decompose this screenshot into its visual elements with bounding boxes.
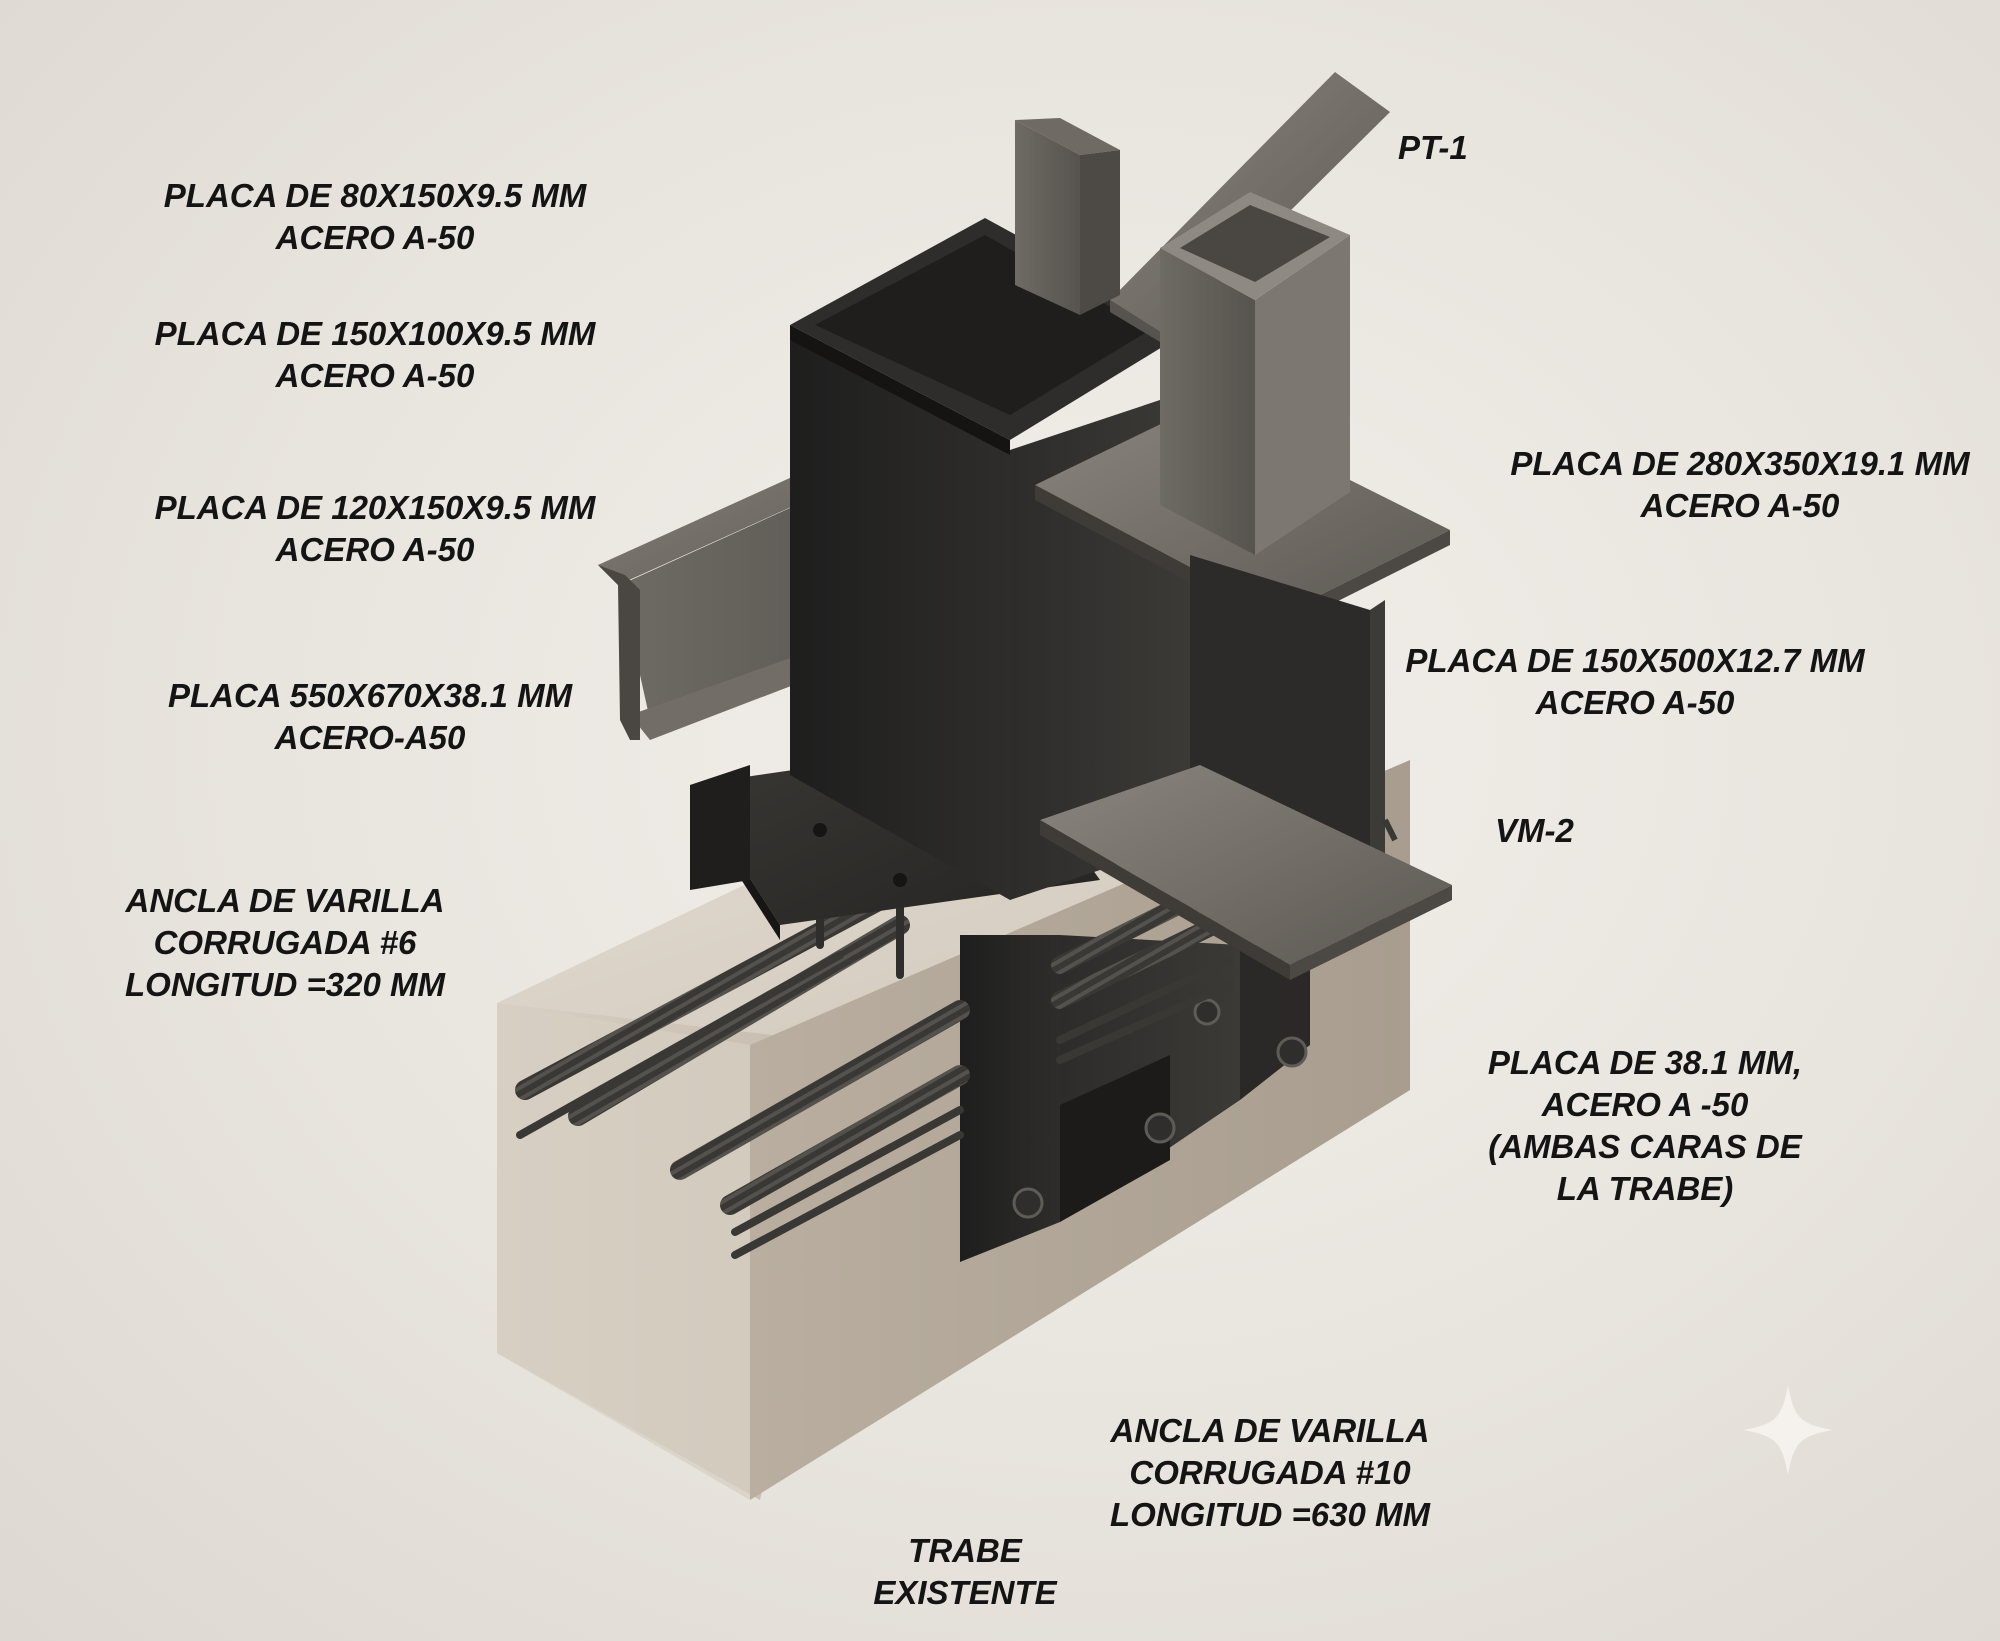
side-plate-assembly (960, 935, 1310, 1262)
label-line: ACERO A-50 (1640, 487, 1840, 524)
rebar (720, 1065, 970, 1215)
bolt (893, 873, 907, 887)
upper-vertical-plate (1015, 118, 1120, 155)
rebar (670, 1000, 970, 1180)
label-line: PT-1 (1398, 129, 1468, 166)
beam-front-face-lower (497, 1003, 750, 1500)
label-line: LONGITUD =630 MM (1110, 1496, 1430, 1533)
vm2-plate-edge-right (1290, 885, 1452, 980)
i-beam-end (598, 565, 640, 740)
label-line: EXISTENTE (873, 1574, 1057, 1611)
rebar-group (515, 866, 1234, 1259)
label-placa-150x100: PLACA DE 150X100X9.5 MM ACERO A-50 (120, 313, 630, 397)
bolt (1276, 1036, 1308, 1068)
rebar (1056, 956, 1234, 1044)
upper-beam-side (1110, 300, 1165, 345)
label-line: PLACA DE 150X500X12.7 MM (1405, 642, 1865, 679)
top-cap-inner (815, 235, 1150, 415)
base-plate-side (690, 765, 750, 890)
label-line: ACERO A-50 (1535, 684, 1735, 721)
label-line: PLACA DE 120X150X9.5 MM (154, 489, 596, 526)
rebar (731, 1106, 964, 1236)
label-line: VM-2 (1495, 812, 1574, 849)
vertical-plate-side (1370, 600, 1385, 930)
side-plate-inner (1060, 1055, 1170, 1222)
label-placa-550x670: PLACA 550X670X38.1 MM ACERO-A50 (120, 675, 620, 759)
label-line: LONGITUD =320 MM (125, 966, 445, 1003)
label-placa-280x350: PLACA DE 280X350X19.1 MM ACERO A-50 (1490, 443, 1990, 527)
label-line: PLACA DE 150X100X9.5 MM (154, 315, 596, 352)
label-line: CORRUGADA #6 (153, 924, 417, 961)
sparkle-icon (1743, 1385, 1833, 1475)
tube-left-face (1160, 248, 1255, 555)
hss-tube (1160, 192, 1350, 555)
label-ancla-10: ANCLA DE VARILLA CORRUGADA #10 LONGITUD … (1085, 1410, 1455, 1536)
rebar (1056, 981, 1234, 1064)
label-pt1: PT-1 (1398, 127, 1468, 169)
label-line: (AMBAS CARAS DE (1488, 1128, 1802, 1165)
label-line: PLACA DE 280X350X19.1 MM (1510, 445, 1970, 482)
label-trabe: TRABE EXISTENTE (830, 1530, 1100, 1614)
rear-plate (1240, 945, 1310, 1100)
tube-right-face (1255, 235, 1350, 555)
top-cap-edge (790, 325, 1010, 455)
bolt (1012, 1187, 1044, 1219)
upper-vertical-plate-face (1015, 120, 1080, 315)
rebar (731, 1131, 964, 1259)
upper-vertical-plate-side (1080, 150, 1120, 315)
label-placa-150x500: PLACA DE 150X500X12.7 MM ACERO A-50 (1385, 640, 1885, 724)
label-vm2: VM-2 (1495, 810, 1574, 852)
label-line: ACERO A-50 (275, 531, 475, 568)
label-line: ACERO A-50 (275, 357, 475, 394)
label-ancla-6: ANCLA DE VARILLA CORRUGADA #6 LONGITUD =… (100, 880, 470, 1006)
lower-plate-vm2 (1040, 765, 1452, 980)
vm2-plate-top (1040, 765, 1452, 965)
label-placa-80x150: PLACA DE 80X150X9.5 MM ACERO A-50 (130, 175, 620, 259)
label-line: ACERO A -50 (1541, 1086, 1749, 1123)
bolt (1193, 998, 1221, 1026)
label-line: ACERO A-50 (275, 219, 475, 256)
label-line: ACERO-A50 (274, 719, 466, 756)
vm2-plate-edge (1040, 820, 1290, 980)
label-line: ANCLA DE VARILLA (125, 882, 445, 919)
bolt (813, 823, 827, 837)
label-line: CORRUGADA #10 (1129, 1454, 1411, 1491)
side-plate-front (960, 935, 1060, 1262)
bolt (1144, 1112, 1176, 1144)
tube-opening (1180, 205, 1330, 282)
label-line: PLACA DE 80X150X9.5 MM (163, 177, 587, 214)
label-placa-120x150: PLACA DE 120X150X9.5 MM ACERO A-50 (120, 487, 630, 571)
rebar (1051, 916, 1224, 1009)
label-line: ANCLA DE VARILLA (1110, 1412, 1430, 1449)
label-line: PLACA 550X670X38.1 MM (167, 677, 573, 714)
rebar (568, 915, 910, 1126)
label-placa-38: PLACA DE 38.1 MM, ACERO A -50 (AMBAS CAR… (1460, 1042, 1830, 1210)
vm2-bolt-rod (1382, 818, 1398, 842)
column-left-face (790, 330, 1010, 900)
label-line: TRABE (908, 1532, 1022, 1569)
label-line: PLACA DE 38.1 MM, (1487, 1044, 1803, 1081)
rebar (516, 951, 844, 1139)
label-line: LA TRABE) (1556, 1170, 1734, 1207)
